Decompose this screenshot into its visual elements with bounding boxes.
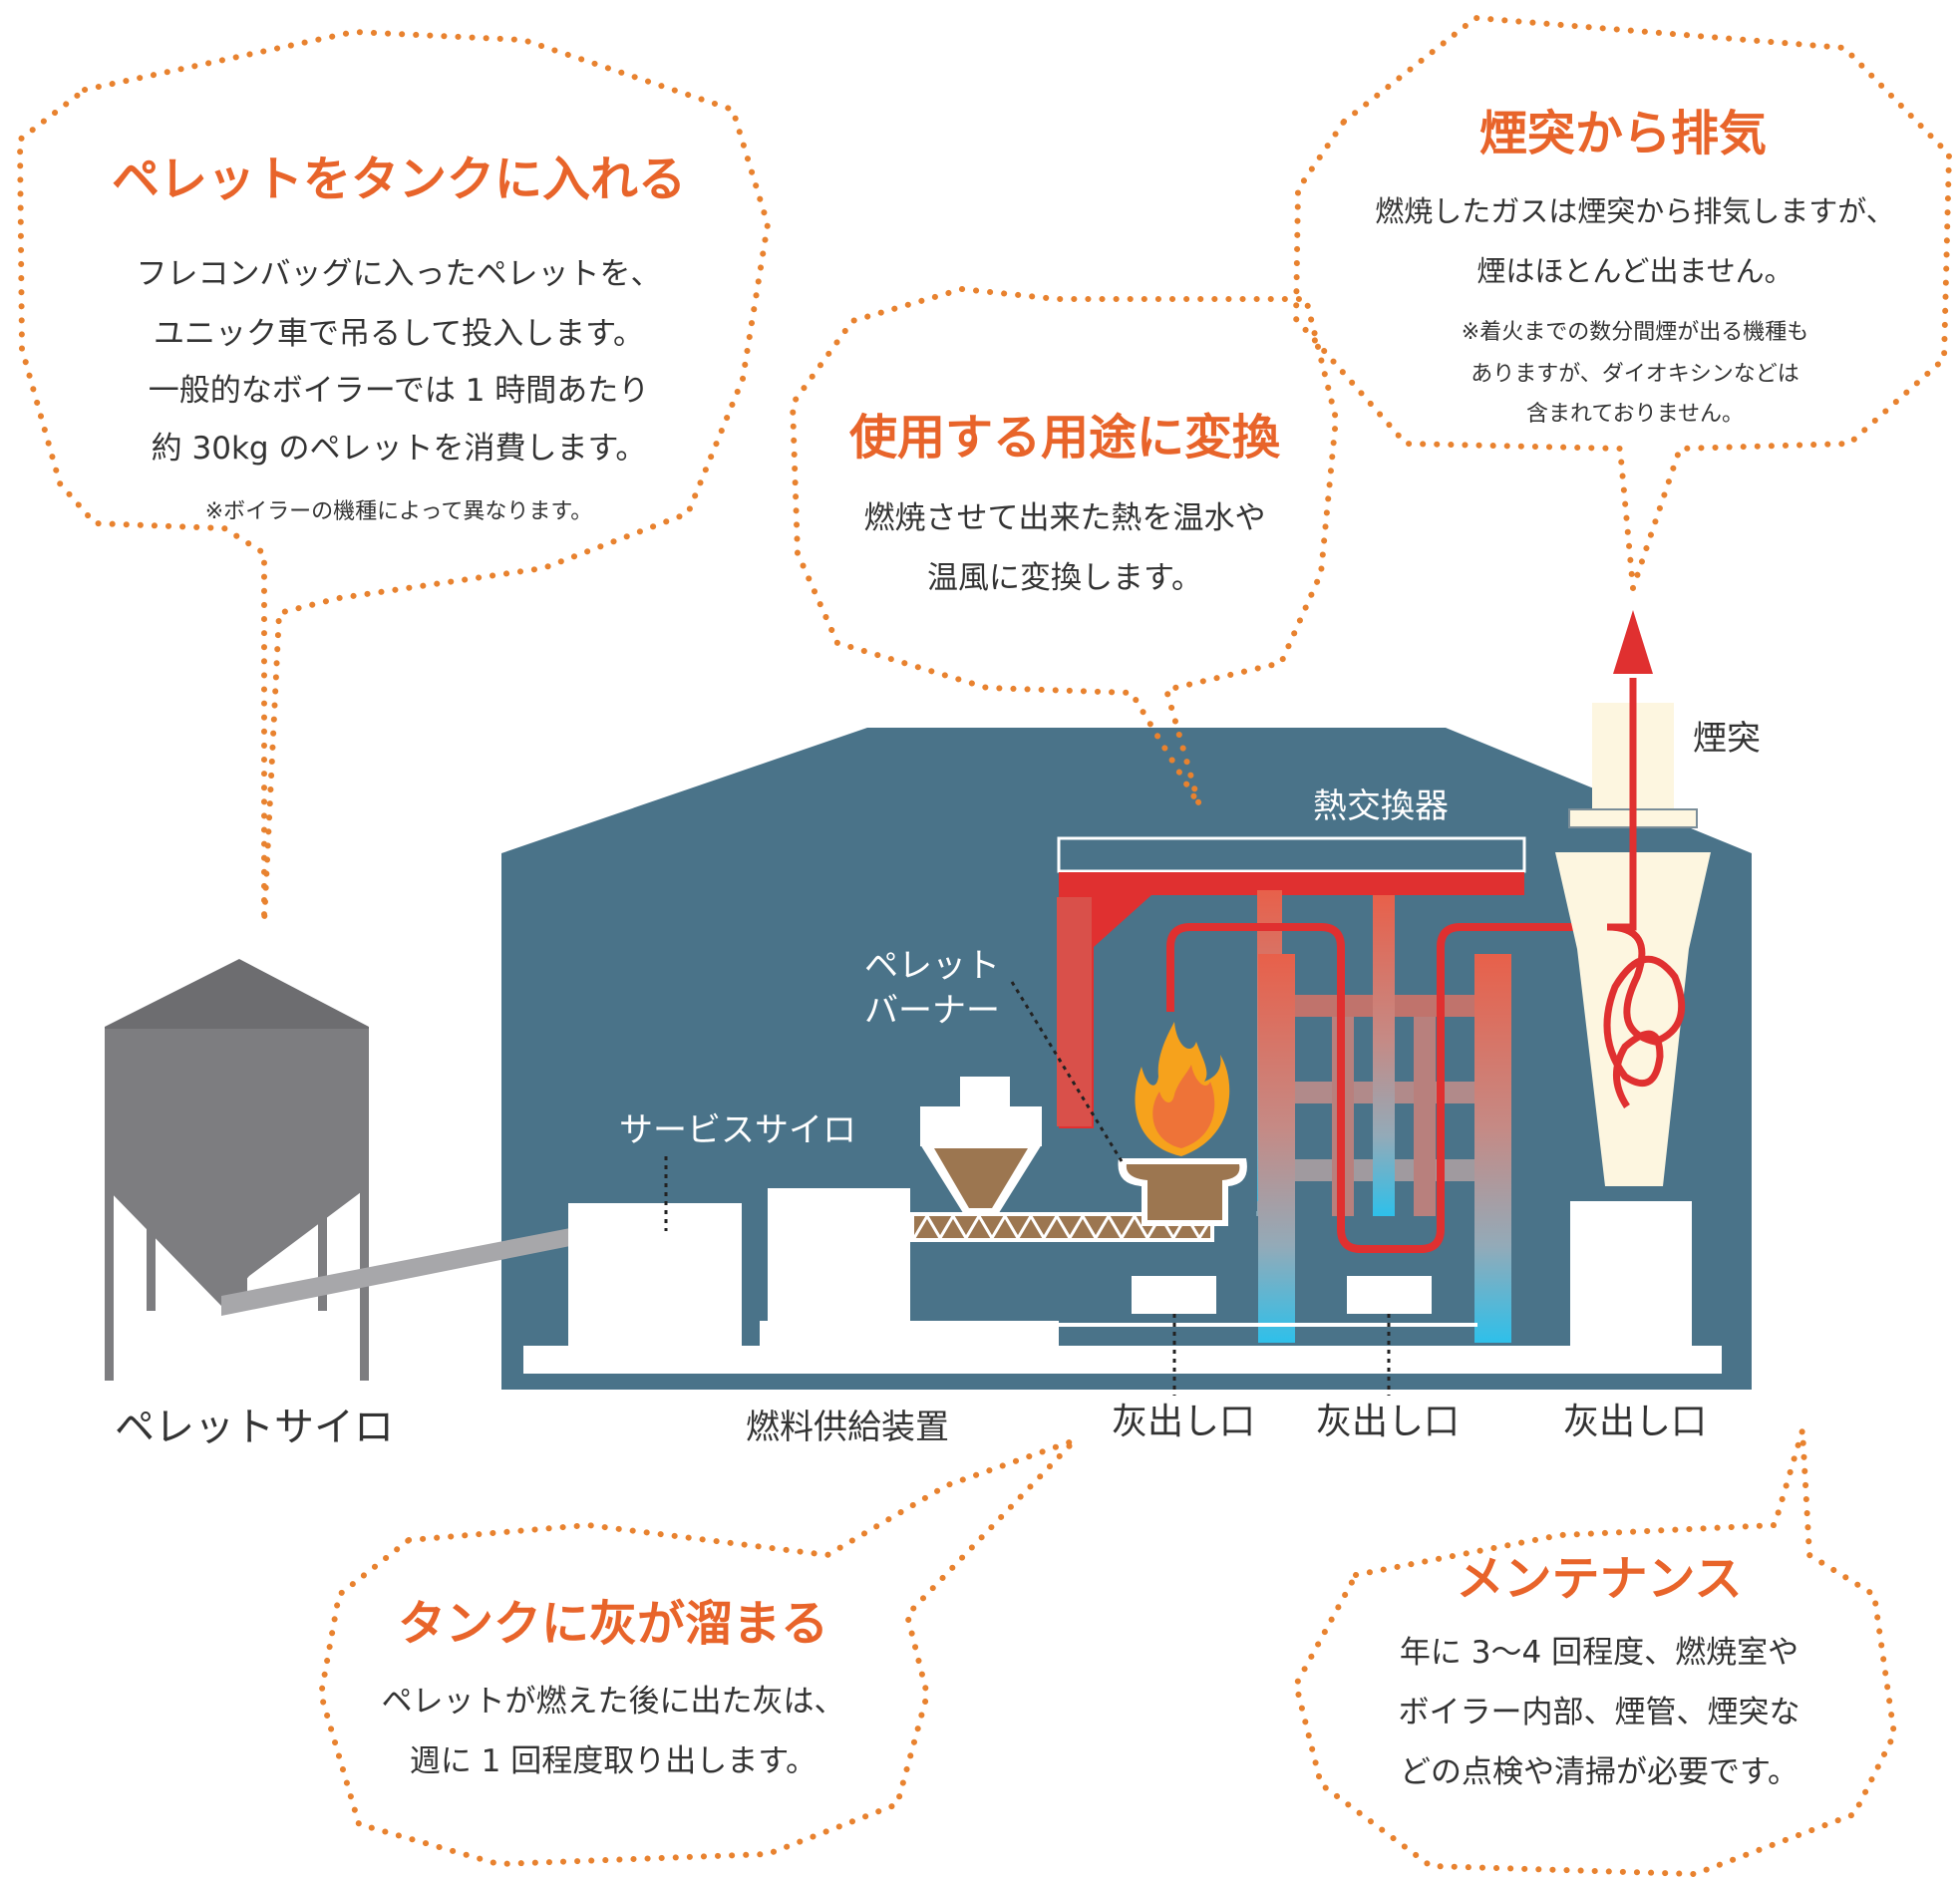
- flame-icon: [1135, 1022, 1230, 1156]
- bubble-title: 使用する用途に変換: [849, 410, 1281, 466]
- bubble-line: 週に 1 回程度取り出します。: [410, 1743, 817, 1779]
- exhaust-flow-line: [1607, 678, 1637, 931]
- pellet-silo: [105, 959, 369, 1381]
- bubble-note: ありますが、ダイオキシンなどは: [1470, 362, 1799, 387]
- bubble-ash: タンクに灰が溜まる ペレットが燃えた後に出た灰は、 週に 1 回程度取り出します…: [382, 1596, 845, 1779]
- label-pellet-silo: ペレットサイロ: [115, 1405, 394, 1450]
- cyclone-chimney: [1555, 703, 1711, 1351]
- bubble-line: 煙はほとんど出ません。: [1476, 254, 1793, 288]
- left-column: [1258, 954, 1295, 1343]
- label-burner-line2: バーナー: [864, 991, 1000, 1031]
- label-chimney: 煙突: [1693, 719, 1761, 759]
- feed-pipe: [221, 1228, 570, 1316]
- bubble-exhaust-outline: [1293, 15, 1952, 591]
- bubble-note: ※着火までの数分間煙が出る機種も: [1462, 320, 1808, 345]
- label-burner-line1: ペレット: [864, 946, 1000, 986]
- bubble-line: 燃焼したガスは煙突から排気しますが、: [1375, 194, 1894, 228]
- bubble-line: どの点検や清掃が必要です。: [1400, 1754, 1798, 1790]
- bubble-note: ※ボイラーの機種によって異なります。: [205, 499, 592, 524]
- gas-flow-line: [1166, 923, 1607, 1253]
- bubble-line: ペレットが燃えた後に出た灰は、: [382, 1684, 845, 1720]
- center-post: [1373, 895, 1395, 1216]
- label-heat-exchanger: 熱交換器: [1313, 786, 1449, 826]
- bubble-ash-outline: [318, 1437, 1078, 1867]
- label-service-silo: サービスサイロ: [619, 1110, 856, 1150]
- bubble-line: 約 30kg のペレットを消費します。: [152, 431, 647, 467]
- bubble-title: メンテナンス: [1456, 1551, 1742, 1607]
- bubble-line: 燃焼させて出来た熱を温水や: [864, 500, 1266, 536]
- bubble-line: フレコンバッグに入ったペレットを、: [137, 256, 662, 292]
- pellet-burner: [1118, 1158, 1247, 1226]
- bubble-pellet-tank: ペレットをタンクに入れる フレコンバッグに入ったペレットを、 ユニック車で吊るし…: [112, 152, 686, 524]
- up-arrow-icon: [1613, 610, 1653, 674]
- ash-outlet-box-1: [1132, 1276, 1216, 1314]
- heat-exchanger-box: [1057, 836, 1526, 873]
- bubble-line: 温風に変換します。: [927, 560, 1202, 596]
- heat-exchanger-ducts: [1057, 872, 1524, 1128]
- floor-slab: [523, 1346, 1722, 1374]
- pellet-hopper: [920, 1077, 1042, 1216]
- bubble-note: 含まれておりません。: [1526, 402, 1744, 427]
- ash-outlet-box-2: [1347, 1276, 1432, 1314]
- bubble-conversion-outline: [790, 286, 1339, 808]
- bubble-line: ユニック車で吊るして投入します。: [154, 316, 644, 352]
- label-ash-outlet-3: 灰出し口: [1563, 1402, 1707, 1442]
- label-fuel-supply: 燃料供給装置: [746, 1408, 949, 1447]
- right-column: [1474, 954, 1511, 1343]
- inner-post-2: [1414, 1017, 1436, 1216]
- ash-rail: [1059, 1323, 1477, 1327]
- bubble-maintenance-outline: [1293, 1427, 1897, 1877]
- fuel-supply-base: [760, 1321, 1059, 1348]
- bubble-title: 煙突から排気: [1479, 106, 1767, 161]
- bubble-exhaust: 煙突から排気 燃焼したガスは煙突から排気しますが、 煙はほとんど出ません。 ※着…: [1375, 106, 1894, 427]
- cyclone-swirl: [1603, 923, 1686, 1108]
- bubble-title: タンクに灰が溜まる: [398, 1596, 828, 1652]
- bubble-conversion: 使用する用途に変換 燃焼させて出来た熱を温水や 温風に変換します。: [849, 410, 1281, 596]
- bubble-title: ペレットをタンクに入れる: [112, 152, 686, 207]
- bubble-maintenance: メンテナンス 年に 3～4 回程度、燃焼室や ボイラー内部、煙管、煙突な どの点…: [1399, 1551, 1800, 1790]
- label-ash-outlet-2: 灰出し口: [1316, 1402, 1460, 1442]
- bubble-line: 年に 3～4 回程度、燃焼室や: [1400, 1635, 1798, 1671]
- label-ash-outlet-1: 灰出し口: [1112, 1402, 1255, 1442]
- service-silo: [568, 1203, 742, 1348]
- bubble-line: ボイラー内部、煙管、煙突な: [1399, 1695, 1800, 1730]
- bubble-line: 一般的なボイラーでは 1 時間あたり: [149, 373, 650, 409]
